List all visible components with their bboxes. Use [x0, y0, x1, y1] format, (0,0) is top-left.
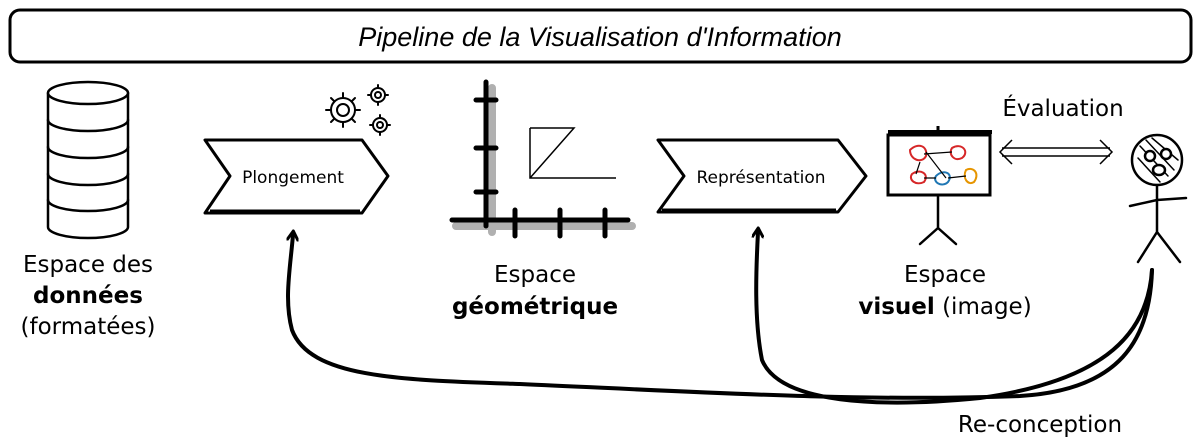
visual-space-label: Espace visuel (image)	[858, 262, 1031, 320]
redesign-label: Re-conception	[958, 412, 1122, 438]
data-space-line3: (formatées)	[21, 314, 156, 340]
representation-step: Représentation	[656, 138, 868, 214]
embedding-label: Plongement	[242, 168, 344, 188]
evaluation-arrow: Évaluation	[998, 94, 1124, 165]
redesign-arrows: Re-conception	[286, 232, 1154, 438]
geometric-space-line2: géométrique	[452, 294, 618, 320]
visual-space-rest: (image)	[935, 294, 1032, 320]
geometric-space-line1: Espace	[494, 262, 576, 288]
geometric-space-label: Espace géométrique	[452, 262, 618, 320]
evaluation-label: Évaluation	[1002, 94, 1123, 122]
presentation-board-icon	[886, 126, 992, 246]
data-space-label: Espace des données (formatées)	[21, 252, 156, 340]
stick-figure-icon	[1128, 133, 1188, 264]
axes-chart-icon	[449, 79, 636, 239]
visual-space-bold: visuel	[858, 294, 934, 320]
data-space-line2: données	[33, 283, 143, 309]
visual-space-line1: Espace	[904, 262, 986, 288]
representation-label: Représentation	[696, 168, 825, 188]
gears-icon	[325, 84, 391, 136]
database-icon	[46, 80, 130, 240]
data-space-line1: Espace des	[23, 252, 153, 278]
embedding-step: Plongement	[203, 138, 390, 215]
diagram-title: Pipeline de la Visualisation d'Informati…	[358, 22, 841, 52]
visual-space-line2: visuel (image)	[858, 294, 1031, 320]
title-box: Pipeline de la Visualisation d'Informati…	[8, 8, 1193, 64]
